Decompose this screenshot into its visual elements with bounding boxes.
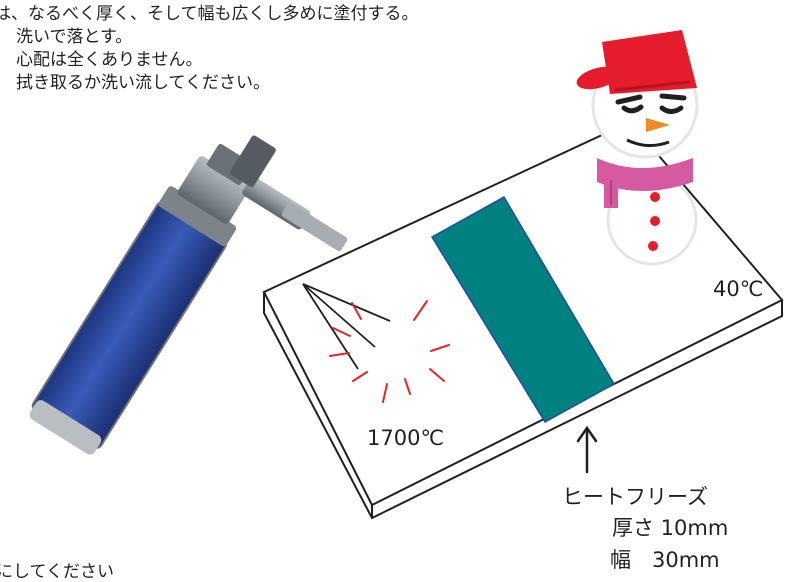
instruction-line-4: 拭き取るか洗い流してください。 bbox=[16, 73, 270, 93]
flame-lines bbox=[302, 283, 391, 370]
width-label: 幅 30mm bbox=[610, 548, 720, 572]
instruction-line-2: 洗いで落とす。 bbox=[16, 27, 133, 47]
gas-torch-icon bbox=[29, 135, 348, 455]
instruction-line-3: 心配は全くありません。 bbox=[16, 50, 203, 70]
bottom-partial-text: にしてください bbox=[0, 562, 114, 582]
thickness-label: 厚さ 10mm bbox=[612, 516, 729, 540]
up-arrow-icon bbox=[576, 425, 598, 474]
flame-sparks bbox=[329, 300, 450, 403]
temp-hot-label: 1700℃ bbox=[367, 426, 445, 450]
heat-freeze-strip bbox=[430, 195, 616, 424]
temp-cold-label: 40℃ bbox=[713, 277, 764, 301]
product-name-label: ヒートフリーズ bbox=[562, 485, 708, 509]
instructions-text: は、なるべく厚く、そして幅も広くし多めに塗付する。 洗いで落とす。 心配は全くあ… bbox=[0, 3, 554, 95]
snowman-icon bbox=[576, 30, 699, 266]
instruction-line-1: は、なるべく厚く、そして幅も広くし多めに塗付する。 bbox=[0, 4, 419, 24]
